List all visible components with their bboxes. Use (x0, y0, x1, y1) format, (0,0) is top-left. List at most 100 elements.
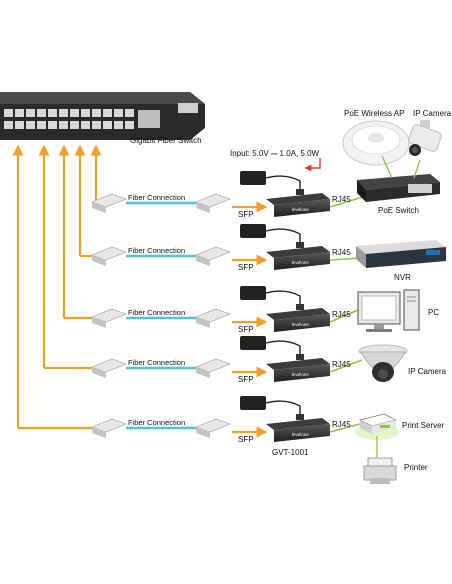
power-cable (265, 400, 301, 416)
switch-sfp-port (103, 121, 112, 129)
sfp-label: SFP (238, 375, 254, 384)
printer-label: Printer (404, 463, 428, 472)
pc-device (357, 289, 420, 332)
switch-sfp-port (4, 109, 13, 117)
converter-front (274, 424, 330, 442)
switch-sfp-port (15, 121, 24, 129)
power-adapter (240, 336, 266, 350)
poe-switch-device (357, 174, 440, 202)
switch-sfp-port (92, 109, 101, 117)
power-plug (296, 242, 304, 248)
sfp-module-right-side (196, 317, 210, 328)
ip-camera-top-link (413, 159, 421, 179)
pc-label: PC (428, 308, 439, 317)
sfp-module-left-side (92, 367, 106, 378)
converter-top (266, 308, 330, 320)
ip-camera-top-label: IP Camera (413, 109, 452, 118)
ip-camera-device (358, 344, 408, 382)
sfp-label: SFP (238, 210, 254, 219)
ip-camera-label: IP Camera (408, 367, 447, 376)
sfp-module-right-side (196, 367, 210, 378)
power-adapter (240, 286, 266, 300)
switch-sfp-port (114, 109, 123, 117)
power-plug (296, 304, 304, 310)
switch-sfp-port (125, 109, 134, 117)
rj45-label: RJ45 (332, 360, 351, 369)
power-adapter (240, 171, 266, 185)
switch-sfp-port (48, 121, 57, 129)
rj45-label: RJ45 (332, 420, 351, 429)
power-adapter (240, 396, 266, 410)
switch-sfp-port (15, 109, 24, 117)
switch-sfp-port (26, 121, 35, 129)
sfp-module-left-side (92, 255, 106, 266)
power-input-label: Input: 5.0V ⎓ 1.0A, 5.0W (230, 149, 320, 158)
sfp-module-left-side (92, 427, 106, 438)
rj45-link (329, 423, 361, 433)
model-label: GVT-1001 (272, 448, 309, 457)
switch-sfp-port (70, 109, 79, 117)
power-plug (296, 354, 304, 360)
print-server-label: Print Server (402, 421, 445, 430)
print-server-device (355, 413, 399, 440)
sfp-label: SFP (238, 263, 254, 272)
rj45-link (329, 309, 359, 323)
converter-top (266, 246, 330, 258)
sfp-label: SFP (238, 325, 254, 334)
rj45-label: RJ45 (332, 310, 351, 319)
switch-sfp-port (26, 109, 35, 117)
sfp-module-right-side (196, 255, 210, 266)
rj45-link (329, 359, 363, 373)
switch-sfp-port (103, 109, 112, 117)
fiber-connection-label: Fiber Connection (128, 358, 185, 367)
switch-label: Gigabit Fiber Switch (130, 136, 202, 145)
converter-top (266, 193, 330, 205)
converter-front (274, 252, 330, 270)
power-cable (265, 175, 301, 191)
switch-sfp-port (114, 121, 123, 129)
poe-ap-link (381, 155, 393, 179)
fiber-connection-label: Fiber Connection (128, 418, 185, 427)
switch-sfp-port (81, 109, 90, 117)
sfp-module-right (195, 193, 231, 208)
nvr-device (356, 240, 446, 268)
converter-brand: levelone (292, 432, 309, 437)
sfp-module-left (91, 193, 127, 208)
power-plug (296, 189, 304, 195)
power-cable (265, 290, 301, 306)
power-cable (265, 228, 301, 244)
switch-sfp-port (59, 121, 68, 129)
nvr-label: NVR (394, 273, 411, 282)
converter-brand: levelone (292, 207, 309, 212)
fiber-switch (0, 92, 205, 140)
switch-sfp-port (37, 109, 46, 117)
poe-ap-label: PoE Wireless AP (344, 109, 404, 118)
ip-camera-top-device (408, 120, 442, 156)
switch-sfp-port (125, 121, 134, 129)
power-adapter (240, 224, 266, 238)
power-cable (265, 340, 301, 356)
sfp-module-left-side (92, 202, 106, 213)
rj45-label: RJ45 (332, 195, 351, 204)
converter-brand: levelone (292, 372, 309, 377)
fiber-connection-label: Fiber Connection (128, 308, 185, 317)
power-plug (296, 414, 304, 420)
switch-sfp-port (92, 121, 101, 129)
switch-sfp-ports (4, 109, 134, 129)
rj45-label: RJ45 (332, 248, 351, 257)
converter-front (274, 199, 330, 217)
switch-sfp-port (4, 121, 13, 129)
poe-switch-label: PoE Switch (378, 206, 419, 215)
orange-trunk-lines (12, 144, 102, 430)
converter-top (266, 418, 330, 430)
sfp-module-right-side (196, 202, 210, 213)
converter-brand: levelone (292, 322, 309, 327)
converter-brand: levelone (292, 260, 309, 265)
converter-top (266, 358, 330, 370)
